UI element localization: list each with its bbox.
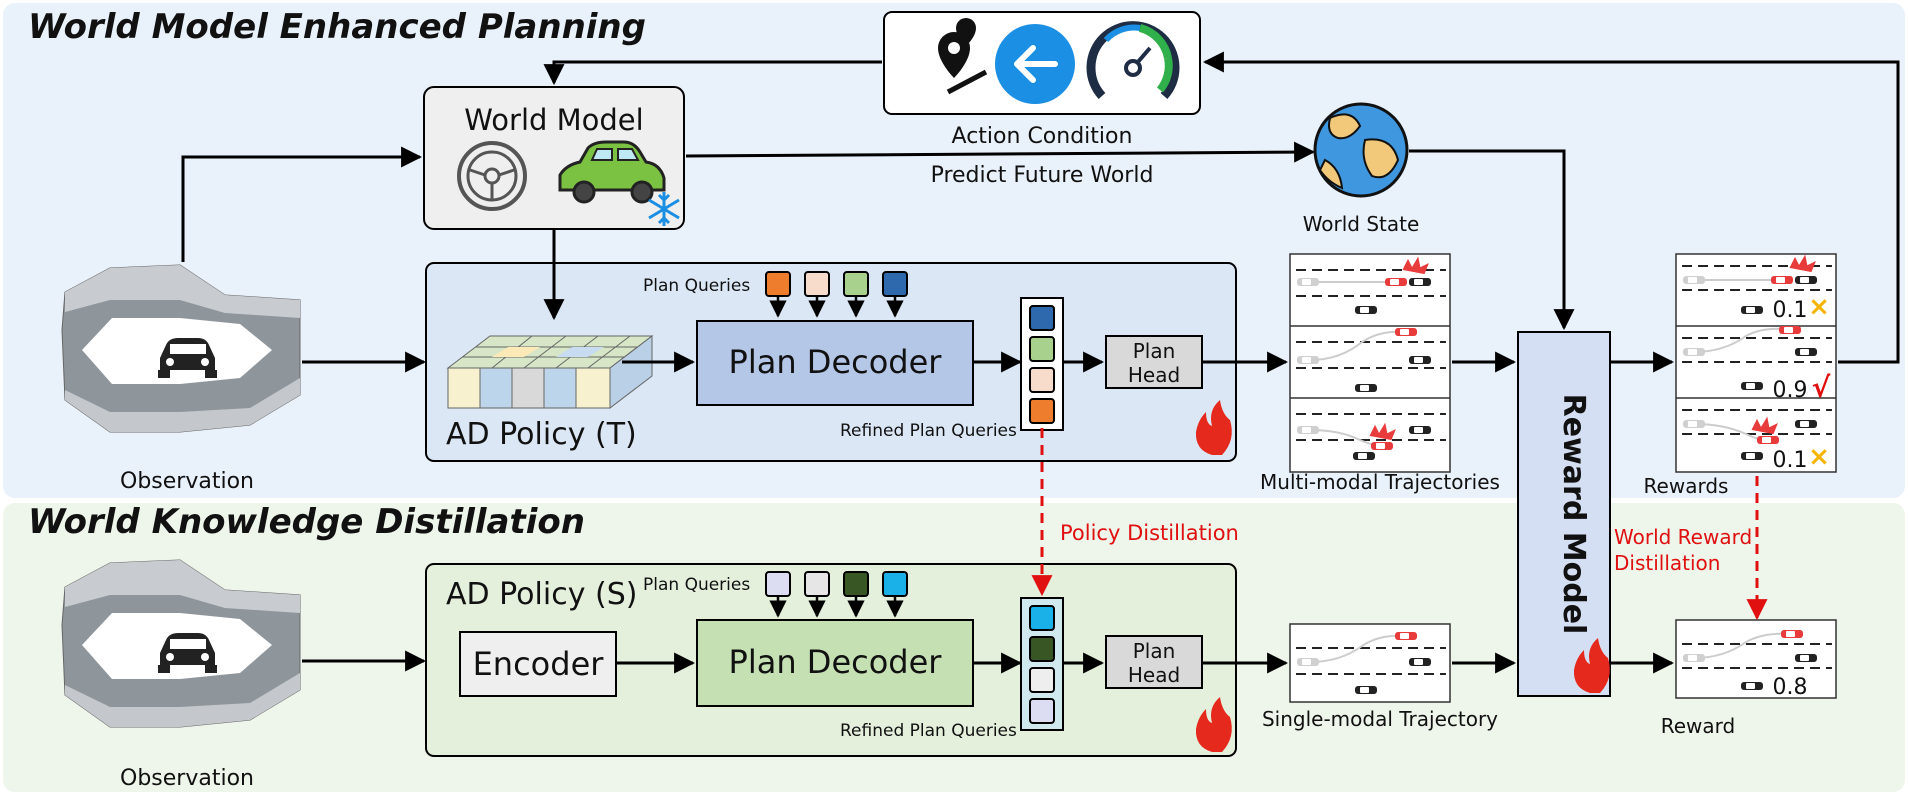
teacher-plan-decoder-box[interactable]: [696, 320, 974, 406]
teacher-query-2: [804, 271, 830, 297]
student-refined-query-3: [1029, 667, 1055, 693]
student-query-4: [882, 571, 908, 597]
student-plan-head-line2: Head: [1128, 663, 1180, 687]
rewards-panel: [1675, 253, 1837, 473]
reward-model-label: Reward Model: [1556, 394, 1591, 635]
reward-value-1: 0.1: [1773, 298, 1808, 323]
predict-future-label: Predict Future World: [931, 163, 1154, 188]
world-reward-distillation-line1: World Reward: [1614, 525, 1752, 549]
student-fire-icon: [1195, 697, 1232, 752]
top-ego-car-icon: [158, 338, 217, 378]
multi-modal-trajectories-label: Multi-modal Trajectories: [1260, 470, 1500, 494]
student-query-1: [765, 571, 791, 597]
student-refined-query-4: [1029, 698, 1055, 724]
single-reward-panel: [1675, 619, 1837, 699]
world-state-label: World State: [1303, 212, 1420, 236]
single-modal-trajectory-panel: [1289, 623, 1451, 703]
teacher-plan-queries: [765, 271, 908, 318]
world-reward-distillation-line2: Distillation: [1614, 551, 1720, 575]
student-query-2: [804, 571, 830, 597]
teacher-refined-query-3: [1029, 367, 1055, 393]
teacher-refined-query-2: [1029, 336, 1055, 362]
reward-value-2: 0.9: [1773, 378, 1808, 403]
top-section-title: World Model Enhanced Planning: [28, 7, 646, 47]
snowflake-icon: [648, 192, 680, 226]
world-model-label: World Model: [464, 103, 643, 137]
bottom-observation-label: Observation: [120, 766, 254, 791]
connector-arrows: [181, 51, 1900, 674]
reward-fail-mark-1: ×: [1808, 292, 1830, 322]
student-plan-head-line1: Plan: [1133, 639, 1176, 663]
steering-wheel-icon: [457, 141, 527, 211]
reward-fail-mark-2: ×: [1808, 442, 1830, 472]
teacher-query-1: [765, 271, 791, 297]
teacher-refined-query-4: [1029, 398, 1055, 424]
bottom-section-title: World Knowledge Distillation: [28, 502, 585, 542]
teacher-query-4: [882, 271, 908, 297]
teacher-query-3: [843, 271, 869, 297]
encoder-label: Encoder: [473, 645, 605, 683]
bottom-ego-car-icon: [158, 633, 217, 673]
encoder-box[interactable]: [459, 631, 617, 697]
student-refined-query-2: [1029, 636, 1055, 662]
distillation-arrows: [1031, 428, 1768, 621]
bev-feature-grid: [446, 334, 654, 410]
rewards-label: Rewards: [1644, 474, 1729, 498]
location-route-icon: [938, 18, 988, 95]
policy-distillation-label: Policy Distillation: [1060, 521, 1239, 545]
student-refined-queries: [1020, 597, 1064, 731]
globe-icon: [1313, 102, 1409, 198]
student-refined-label: Refined Plan Queries: [840, 721, 1017, 741]
teacher-plan-head-line2: Head: [1128, 363, 1180, 387]
student-plan-decoder-box[interactable]: [696, 619, 974, 707]
student-plan-head-box[interactable]: [1105, 635, 1203, 689]
single-reward-label: Reward: [1661, 714, 1735, 738]
teacher-policy-label: AD Policy (T): [446, 417, 637, 452]
reward-model-box[interactable]: [1517, 331, 1611, 697]
single-reward-value: 0.8: [1773, 675, 1808, 700]
single-modal-trajectory-label: Single-modal Trajectory: [1262, 707, 1498, 731]
teacher-plan-decoder-label: Plan Decoder: [729, 343, 943, 381]
speedometer-icon: [1086, 21, 1180, 100]
multi-modal-trajectories-panel: [1289, 253, 1451, 473]
bottom-observation-camera-ring: [61, 559, 301, 728]
student-plan-queries-label: Plan Queries: [643, 575, 750, 595]
teacher-refined-queries: [1020, 297, 1064, 431]
action-condition-label: Action Condition: [952, 124, 1133, 149]
reward-model-fire-icon: [1573, 638, 1610, 693]
teacher-plan-head-line1: Plan: [1133, 339, 1176, 363]
left-arrow-icon: [995, 24, 1075, 104]
top-observation-label: Observation: [120, 469, 254, 494]
student-query-3: [843, 571, 869, 597]
reward-pass-mark: √: [1812, 371, 1831, 404]
student-plan-decoder-label: Plan Decoder: [729, 643, 943, 681]
student-plan-queries: [765, 571, 908, 618]
teacher-fire-icon: [1195, 400, 1232, 455]
teacher-plan-head-box[interactable]: [1105, 335, 1203, 389]
teacher-refined-query-1: [1029, 305, 1055, 331]
teacher-refined-label: Refined Plan Queries: [840, 421, 1017, 441]
car-icon: [558, 140, 666, 204]
top-observation-camera-ring: [61, 264, 301, 433]
teacher-plan-queries-label: Plan Queries: [643, 276, 750, 296]
student-policy-label: AD Policy (S): [446, 577, 637, 612]
student-refined-query-1: [1029, 605, 1055, 631]
reward-value-3: 0.1: [1773, 448, 1808, 473]
